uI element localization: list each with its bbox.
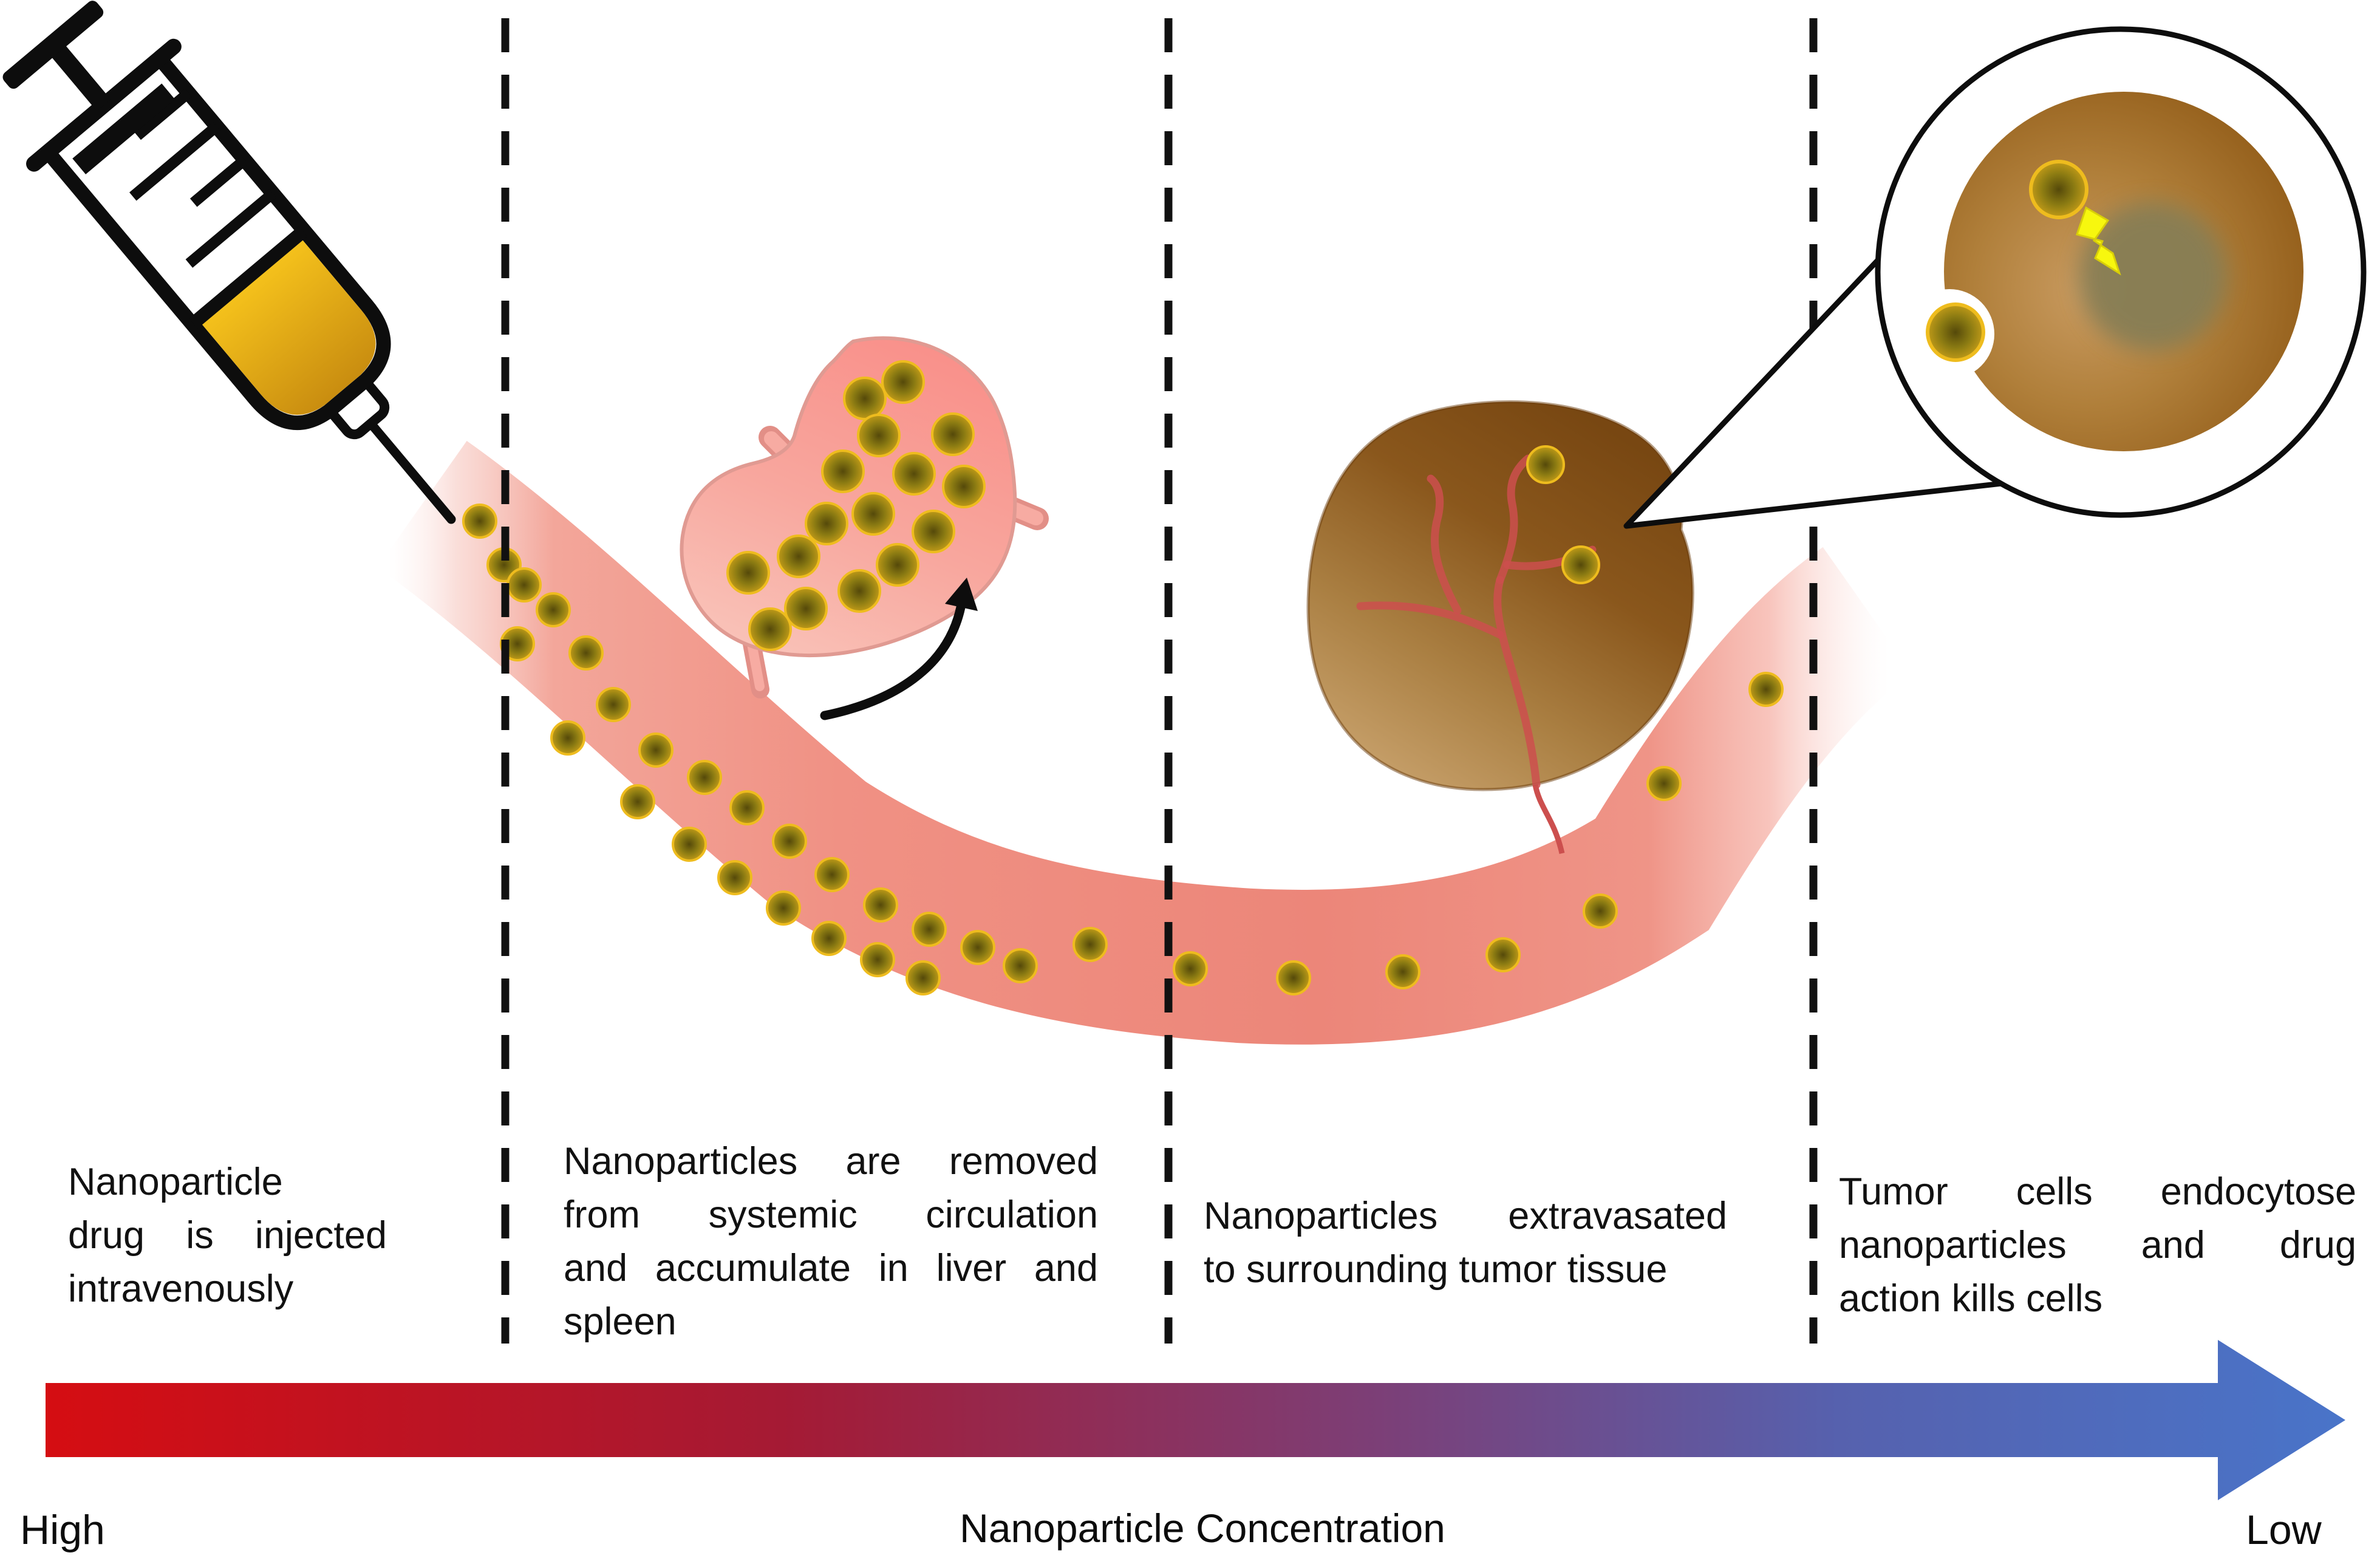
nanoparticle-dot — [1926, 302, 1985, 362]
caption-line: from systemic circulation — [564, 1193, 1098, 1236]
nanoparticle-dot — [912, 510, 955, 553]
plunger-rod — [52, 46, 111, 111]
plunger-handle — [2, 1, 104, 89]
label-high: High — [20, 1507, 105, 1553]
nanoparticle-dot — [905, 960, 941, 995]
caption-line: to surrounding tumor tissue — [1204, 1248, 1668, 1291]
nanoparticle-dot — [1173, 951, 1208, 986]
caption-line: intravenously — [68, 1268, 294, 1310]
plunger-seal — [72, 83, 176, 175]
caption-stage-3: Nanoparticles extravasated to surroundin… — [1204, 1189, 1727, 1296]
nanoparticle-dot — [881, 360, 925, 404]
nanoparticle-dot — [1561, 545, 1600, 584]
nanoparticle-dot — [2029, 160, 2088, 219]
nanoparticle-dot — [1748, 672, 1784, 707]
nanoparticle-dot — [620, 784, 655, 819]
nanoparticle-dot — [942, 465, 986, 508]
caption-line: action kills cells — [1839, 1277, 2103, 1320]
syringe-drug-liquid — [198, 235, 376, 415]
lightning-bolt — [2076, 206, 2121, 276]
caption-line: Nanoparticle — [68, 1161, 283, 1203]
nanoparticle-dot — [687, 760, 722, 795]
caption-stage-2: Nanoparticles are removed from systemic … — [564, 1135, 1098, 1348]
nanoparticle-dot — [912, 912, 947, 947]
nanoparticle-dot — [931, 412, 975, 456]
nanoparticle-dot — [1385, 954, 1420, 989]
liquid-level-line — [189, 226, 308, 329]
label-low: Low — [2246, 1507, 2322, 1553]
nanoparticle-dot — [860, 942, 895, 977]
concentration-gradient-bar — [46, 1383, 2220, 1457]
axis-title: Nanoparticle Concentration — [960, 1506, 1445, 1551]
syringe-icon — [2, 1, 456, 524]
nanoparticle-dot — [1072, 927, 1108, 962]
caption-line: Tumor cells endocytose — [1839, 1170, 2356, 1213]
stage-divider-lines — [501, 18, 1818, 1344]
uptake-arrowhead — [945, 578, 978, 611]
cell-nucleus — [2079, 202, 2227, 350]
nanoparticle-dot — [960, 930, 995, 965]
syringe-needle — [363, 414, 456, 524]
caption-line: nanoparticles and drug — [1839, 1224, 2356, 1266]
nanoparticle-dot — [1646, 766, 1682, 801]
tumor-feeding-vessel — [1532, 784, 1565, 854]
nanoparticle-dot — [766, 890, 801, 926]
nanoparticle-dot — [596, 687, 631, 722]
nanoparticle-dot — [784, 587, 828, 630]
nanoparticle-dot — [1276, 960, 1311, 995]
nanoparticle-dot — [672, 827, 707, 862]
nanoparticle-dot — [843, 377, 887, 420]
nanoparticle-dot — [892, 452, 936, 496]
nanoparticle-dot — [837, 569, 881, 613]
cell-nanoparticles-group — [1926, 160, 2088, 362]
tumor-nanoparticles-group — [1526, 445, 1600, 584]
liver-nanoparticles-group — [726, 360, 986, 651]
caption-line: Nanoparticles extravasated — [1204, 1195, 1727, 1237]
nanoparticle-dot — [717, 860, 752, 895]
concentration-arrowhead — [2218, 1340, 2345, 1500]
nanoparticle-dot — [851, 492, 895, 536]
nanoparticle-dot — [568, 635, 604, 671]
caption-line: Nanoparticles are removed — [564, 1140, 1098, 1183]
nanoparticle-dot — [821, 449, 865, 493]
nanoparticle-dot — [506, 567, 542, 603]
caption-line: spleen — [564, 1300, 677, 1343]
nanoparticle-dot — [462, 504, 497, 539]
concentration-arrow — [46, 1340, 2345, 1500]
nanoparticle-dot — [772, 824, 807, 859]
tumor-mass — [1306, 400, 1694, 854]
nanoparticle-dot — [726, 551, 770, 595]
tumor-cell-zoom-bubble — [1623, 26, 2367, 529]
nanoparticle-dot — [729, 790, 765, 825]
nanoparticle-dot — [805, 502, 848, 545]
nanoparticle-dot — [748, 607, 792, 651]
nanoparticle-dot — [811, 921, 847, 956]
nanoparticle-dot — [1485, 937, 1521, 972]
caption-stage-1: Nanoparticle drug is injected intravenou… — [68, 1155, 387, 1316]
caption-line: drug is injected — [68, 1214, 387, 1257]
nanoparticle-dot — [1526, 445, 1565, 484]
nanoparticle-dot — [876, 543, 919, 587]
nanoparticle-dot — [814, 857, 850, 892]
syringe-scale-ticks — [129, 88, 277, 268]
uptake-arrow — [820, 578, 978, 720]
nanoparticle-dot — [857, 414, 901, 457]
nanoparticle-dot — [638, 732, 673, 768]
caption-stage-4: Tumor cells endocytose nanoparticles and… — [1839, 1165, 2356, 1325]
nanoparticle-dot — [1583, 893, 1618, 929]
nanoparticle-dot — [777, 534, 820, 578]
nanoparticle-dot — [863, 887, 898, 923]
caption-line: and accumulate in liver and — [564, 1247, 1098, 1289]
nanoparticle-dot — [550, 720, 585, 756]
nanoparticle-dot — [1003, 948, 1038, 983]
nanoparticle-dot — [536, 592, 571, 627]
